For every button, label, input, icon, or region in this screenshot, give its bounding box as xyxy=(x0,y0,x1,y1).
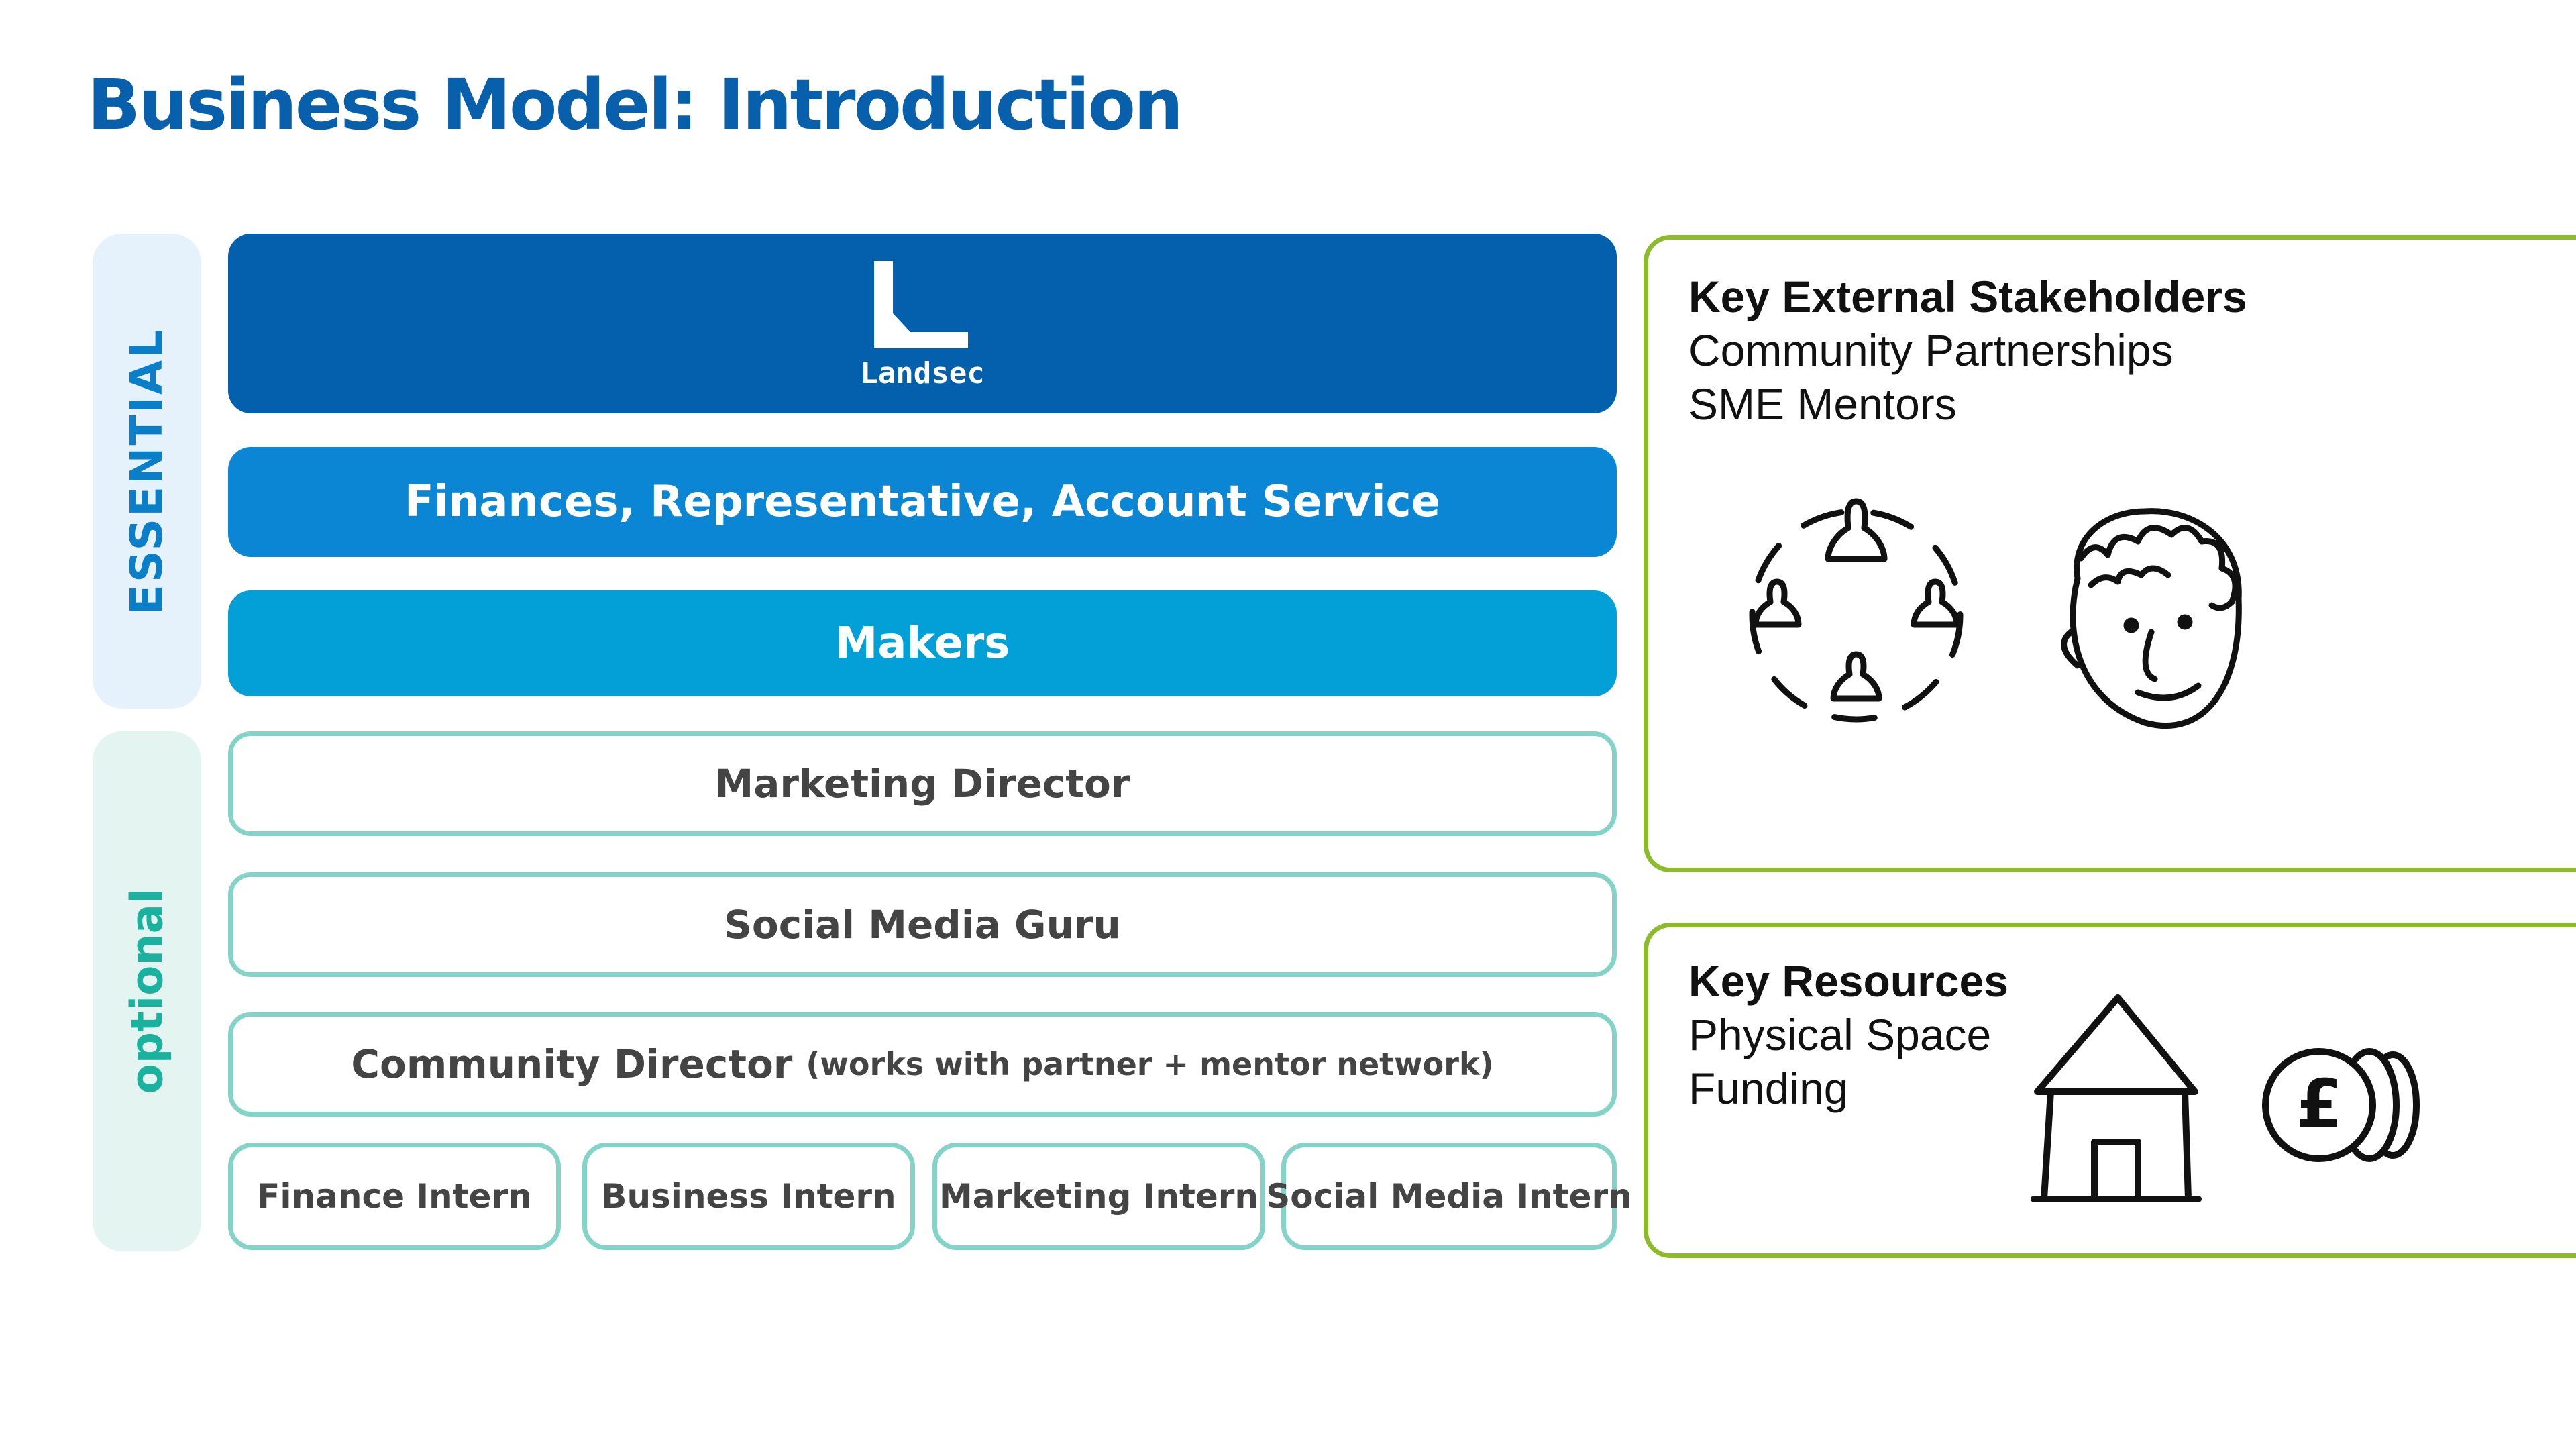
marketing-director-bar: Marketing Director xyxy=(228,731,1617,836)
landsec-logo-text: Landsec xyxy=(860,356,985,391)
marketing-intern-box: Marketing Intern xyxy=(932,1143,1265,1250)
stakeholder-item: Community Partnerships xyxy=(1688,325,2174,375)
community-director-bar: Community Director (works with partner +… xyxy=(228,1012,1617,1117)
resource-item: Funding xyxy=(1688,1064,1849,1113)
landsec-logo-icon xyxy=(874,260,968,348)
person-face-icon xyxy=(2061,508,2242,729)
finances-bar: Finances, Representative, Account Servic… xyxy=(228,447,1617,557)
social-media-guru-bar: Social Media Guru xyxy=(228,872,1617,977)
stakeholders-box: Key External Stakeholders Community Part… xyxy=(1644,235,2576,872)
essential-band: ESSENTIAL xyxy=(93,234,201,709)
network-people-icon xyxy=(1749,498,1964,723)
optional-label: optional xyxy=(121,888,173,1094)
community-director-label: Community Director xyxy=(351,1041,793,1087)
landsec-bar: Landsec xyxy=(228,234,1617,413)
essential-label: ESSENTIAL xyxy=(121,327,173,615)
social-media-intern-box: Social Media Intern xyxy=(1266,1143,1632,1250)
house-icon xyxy=(2031,994,2202,1202)
resource-item: Physical Space xyxy=(1688,1010,1992,1059)
optional-band: optional xyxy=(93,731,201,1251)
resources-box: Key Resources Physical Space Funding £ xyxy=(1644,923,2576,1258)
resources-heading: Key Resources xyxy=(1688,956,2008,1006)
business-intern-box: Business Intern xyxy=(582,1143,915,1250)
community-director-note: (works with partner + mentor network) xyxy=(806,1046,1494,1082)
makers-bar: Makers xyxy=(228,590,1617,696)
stakeholder-item: SME Mentors xyxy=(1688,379,1957,429)
pound-coins-icon: £ xyxy=(2262,1048,2420,1162)
finance-intern-box: Finance Intern xyxy=(228,1143,561,1250)
page-title: Business Model: Introduction xyxy=(87,64,1183,146)
stakeholders-heading: Key External Stakeholders xyxy=(1688,272,2247,321)
pound-symbol: £ xyxy=(2296,1065,2343,1143)
